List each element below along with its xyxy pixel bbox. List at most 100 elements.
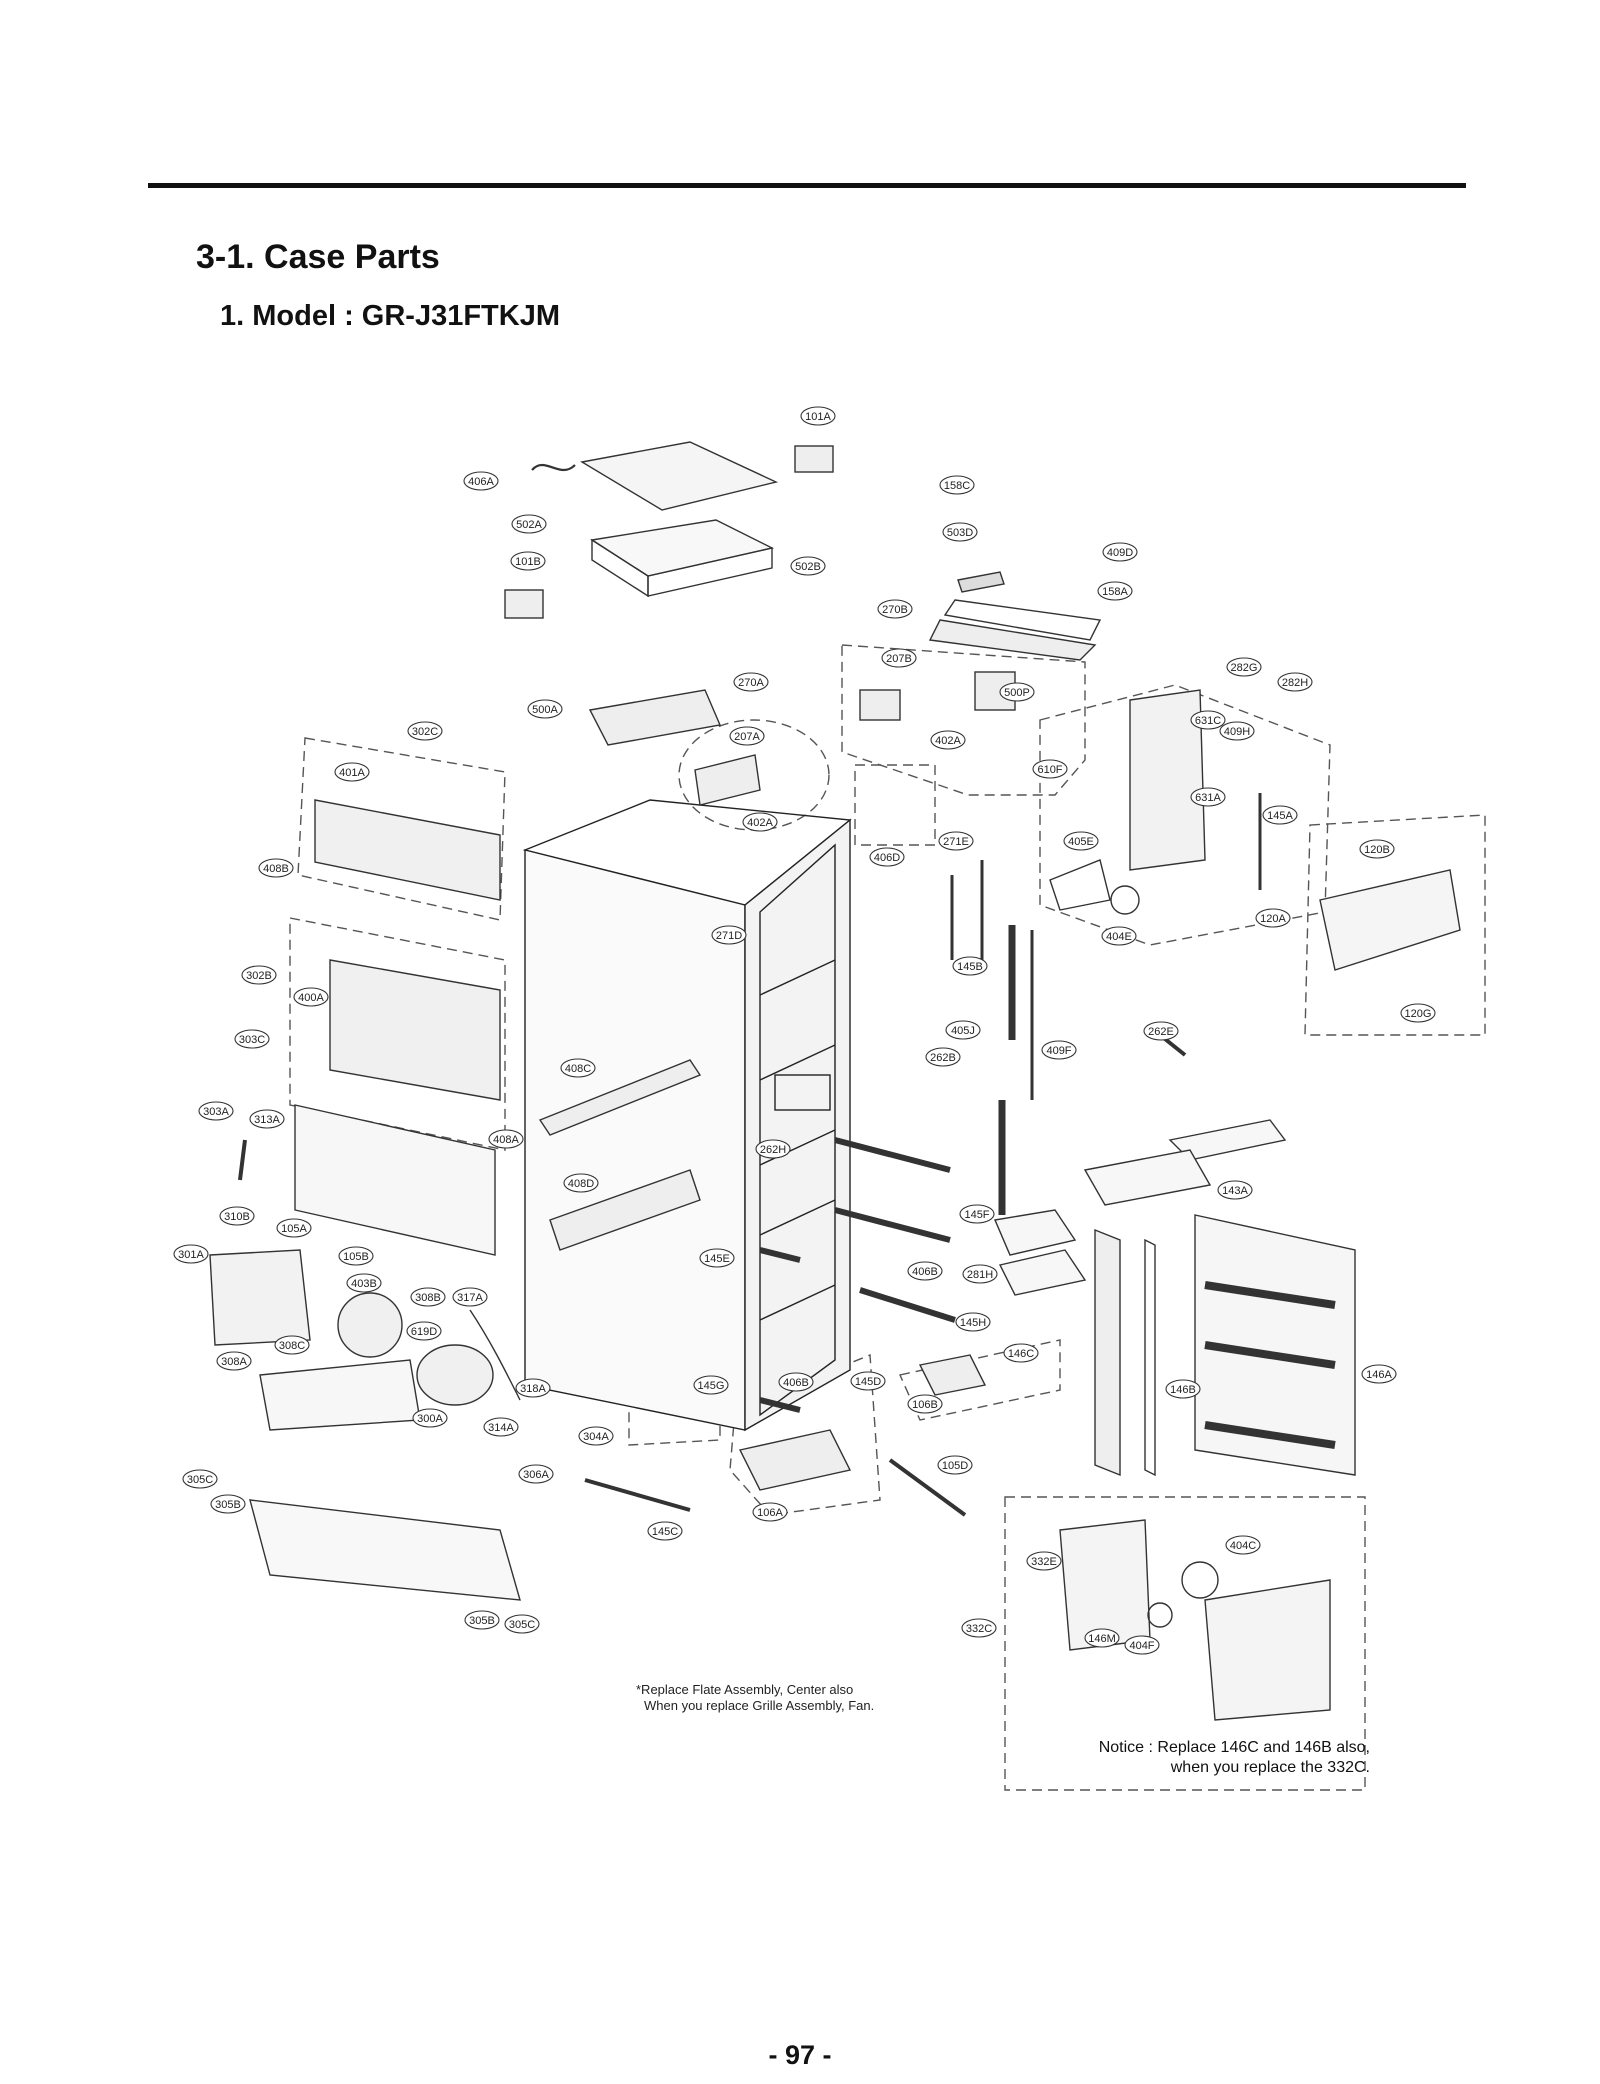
callout-label: 317A (457, 1292, 483, 1304)
callout-305b: 305B (210, 1494, 246, 1514)
tray-408d (549, 1169, 701, 1251)
callout-oval (755, 1139, 791, 1159)
callout-label: 262H (760, 1144, 786, 1156)
callout-oval (511, 514, 547, 534)
callout-label: 146C (1008, 1348, 1034, 1360)
callout-oval (930, 730, 966, 750)
model-line: 1. Model : GR-J31FTKJM (220, 300, 560, 332)
callout-500a: 500A (527, 699, 563, 719)
callout-146m: 146M (1084, 1628, 1120, 1648)
callout-oval (504, 1614, 540, 1634)
callout-label: 282G (1231, 662, 1258, 674)
page-number: - 97 - (768, 2040, 832, 2070)
callout-label: 400A (298, 992, 324, 1004)
replace-flate-note-line-1: *Replace Flate Assembly, Center also (636, 1682, 854, 1697)
replace-flate-note: *Replace Flate Assembly, Center also Whe… (636, 1682, 874, 1714)
callout-label: 101B (515, 556, 541, 568)
evaporators (294, 799, 501, 1256)
callout-oval (1102, 542, 1138, 562)
callout-402a: 402A (930, 730, 966, 750)
callout-oval (334, 762, 370, 782)
callout-oval (1063, 831, 1099, 851)
callout-label: 402A (747, 817, 773, 829)
callout-label: 408A (493, 1134, 519, 1146)
callout-oval (219, 1206, 255, 1226)
callout-610f: 610F (1032, 759, 1068, 779)
callout-146c: 146C (1003, 1343, 1039, 1363)
callout-408a: 408A (488, 1129, 524, 1149)
callout-label: 308C (279, 1340, 305, 1352)
callout-label: 158C (944, 480, 970, 492)
callout-332c: 332C (961, 1618, 997, 1638)
callout-label: 145A (1267, 810, 1293, 822)
callout-oval (925, 1047, 961, 1067)
callout-146a: 146A (1361, 1364, 1397, 1384)
callout-label: 270A (738, 677, 764, 689)
callout-label: 304A (583, 1431, 609, 1443)
callout-145b: 145B (952, 956, 988, 976)
callout-label: 145G (698, 1380, 725, 1392)
callout-207a: 207A (729, 726, 765, 746)
callout-label: 408C (565, 1063, 591, 1075)
callout-oval (800, 406, 836, 426)
callout-label: 158A (1102, 586, 1128, 598)
callout-label: 105A (281, 1223, 307, 1235)
callout-oval (742, 812, 778, 832)
callout-label: 401A (339, 767, 365, 779)
callout-oval (1226, 657, 1262, 677)
callout-oval (959, 1204, 995, 1224)
hinge-101b (504, 589, 544, 619)
tray-408c (538, 1059, 702, 1136)
callout-402a: 402A (742, 812, 778, 832)
callout-106a: 106A (752, 1502, 788, 1522)
callout-oval (907, 1394, 943, 1414)
callout-302b: 302B (241, 965, 277, 985)
callout-oval (1359, 839, 1395, 859)
callout-619d: 619D (406, 1321, 442, 1341)
callout-503d: 503D (942, 522, 978, 542)
callout-oval (1124, 1635, 1160, 1655)
callout-oval (578, 1426, 614, 1446)
notice-text: Notice : Replace 146C and 146B also, whe… (1070, 1738, 1370, 1778)
hinge-101a (794, 445, 834, 473)
callout-oval (711, 925, 747, 945)
callout-label: 332C (966, 1623, 992, 1635)
callout-305b: 305B (464, 1610, 500, 1630)
callout-308b: 308B (410, 1287, 446, 1307)
callout-label: 207A (734, 731, 760, 743)
callout-oval (752, 1502, 788, 1522)
callout-label: 308B (415, 1292, 441, 1304)
callout-label: 270B (882, 604, 908, 616)
callout-270b: 270B (877, 599, 913, 619)
callout-oval (488, 1129, 524, 1149)
callout-oval (647, 1521, 683, 1541)
callout-label: 120G (1405, 1008, 1432, 1020)
callout-403b: 403B (346, 1273, 382, 1293)
callout-label: 408B (263, 863, 289, 875)
callout-405j: 405J (945, 1020, 981, 1040)
callout-label: 631A (1195, 792, 1221, 804)
callout-120g: 120G (1400, 1003, 1436, 1023)
callout-oval (1255, 908, 1291, 928)
callout-oval (198, 1101, 234, 1121)
callout-label: 271E (943, 836, 969, 848)
callout-oval (464, 1610, 500, 1630)
callout-oval (527, 699, 563, 719)
callout-label: 502B (795, 561, 821, 573)
callout-oval (1003, 1343, 1039, 1363)
callout-oval (274, 1335, 310, 1355)
callout-158c: 158C (939, 475, 975, 495)
callout-label: 500P (1004, 687, 1030, 699)
callout-305c: 305C (182, 1469, 218, 1489)
callout-oval (961, 1618, 997, 1638)
top-cover-assembly (531, 441, 779, 598)
callout-oval (234, 1029, 270, 1049)
callout-label: 302C (412, 726, 438, 738)
callout-oval (406, 1321, 442, 1341)
callout-oval (412, 1408, 448, 1428)
callout-label: 406B (783, 1377, 809, 1389)
callout-label: 105B (343, 1251, 369, 1263)
callout-label: 120A (1260, 913, 1286, 925)
callout-303c: 303C (234, 1029, 270, 1049)
